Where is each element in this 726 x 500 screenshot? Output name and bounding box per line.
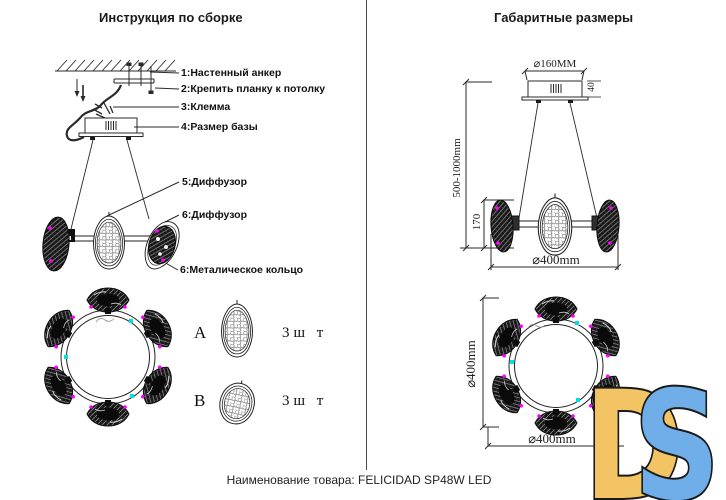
ring-top-view-right xyxy=(479,294,626,450)
dim-ring-diameter-bottom: ⌀400mm xyxy=(528,431,576,446)
dim-canopy-diameter: ⌀160MM xyxy=(533,58,577,70)
product-name: Наименование товара: FELICIDAD SP48W LED xyxy=(226,473,492,487)
canopy-drawing xyxy=(518,67,601,219)
callout-metal-ring: 6:Металическое кольцо xyxy=(180,264,304,276)
callout-diffuser-5: 5:Диффузор xyxy=(182,176,247,188)
fixture-side-view-right xyxy=(487,194,622,271)
ceiling-mount-drawing xyxy=(55,59,176,230)
dim-fixture-height: 170 xyxy=(471,213,483,231)
right-panel-title: Габаритные размеры xyxy=(494,10,634,25)
logo-letter-d: D xyxy=(584,360,684,500)
callout-mount-plate: 2:Крепить планку к потолку xyxy=(181,83,326,95)
ring-top-view-left xyxy=(38,288,179,426)
part-b-letter: В xyxy=(194,391,206,410)
part-a-qty: 3ш т xyxy=(282,325,328,341)
part-a-letter: А xyxy=(194,323,207,342)
left-panel-title: Инструкция по сборке xyxy=(99,10,243,25)
callout-wall-anchor: 1:Настенный анкер xyxy=(181,67,282,79)
logo-letter-s: S xyxy=(634,360,720,500)
dim-canopy-height: 40 xyxy=(587,82,597,92)
fixture-side-view-left xyxy=(42,212,187,275)
part-b-qty: 3ш т xyxy=(282,393,328,409)
callout-terminal: 3:Клемма xyxy=(181,101,231,113)
dim-fixture-width: ⌀400mm xyxy=(532,252,580,267)
part-b-icon xyxy=(215,379,259,428)
dim-suspension-length: 500-1000mm xyxy=(451,138,463,198)
callout-base-size: 4:Размер базы xyxy=(181,121,258,133)
callout-diffuser-6: 6:Диффузор xyxy=(182,209,247,221)
part-a-icon xyxy=(222,300,253,357)
ds-logo: D S xyxy=(582,358,722,500)
dim-ring-diameter-side: ⌀400mm xyxy=(463,340,478,388)
